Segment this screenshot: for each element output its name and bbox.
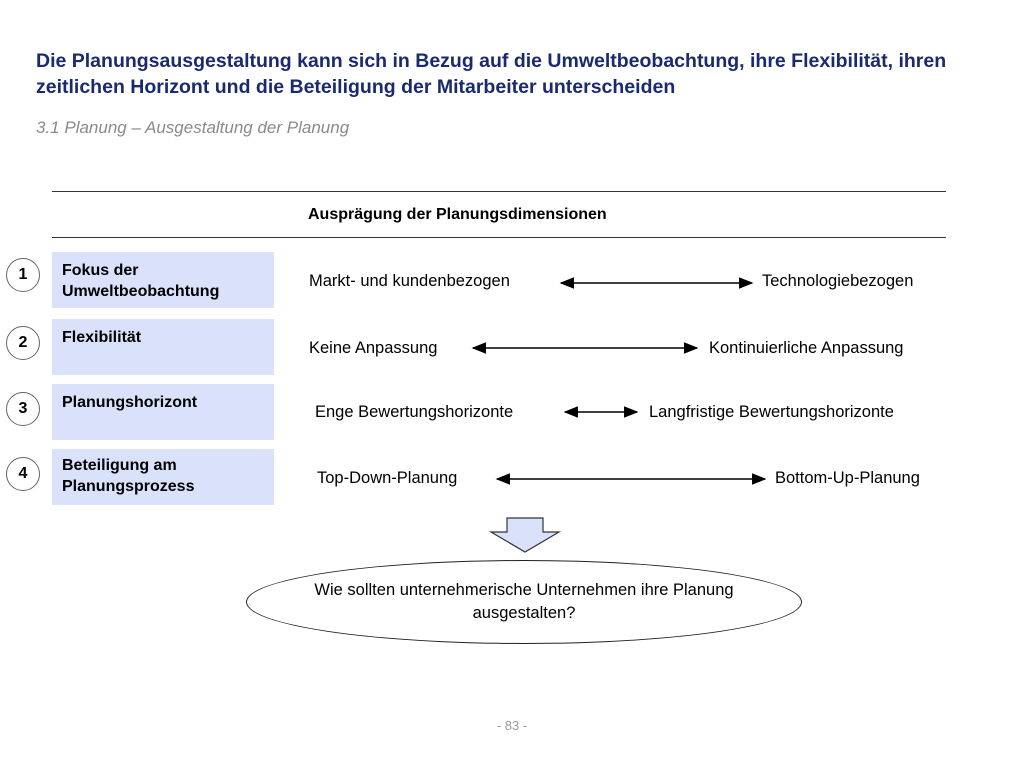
- question-text: Wie sollten unternehmerische Unternehmen…: [314, 581, 734, 622]
- header-rule: [52, 237, 946, 238]
- row-4-right-label: Bottom-Up-Planung: [775, 469, 920, 487]
- row-number-2: 2: [6, 326, 40, 360]
- dimension-box-3: Planungshorizont: [52, 384, 274, 440]
- row-3-right-label: Langfristige Bewertungshorizonte: [649, 403, 894, 421]
- slide-subtitle: 3.1 Planung – Ausgestaltung der Planung: [36, 118, 350, 137]
- row-1-right-label: Technologiebezogen: [762, 272, 914, 290]
- slide-title: Die Planungsausgestaltung kann sich in B…: [36, 50, 947, 98]
- row-2-right-label: Kontinuierliche Anpassung: [709, 339, 904, 357]
- dimension-box-4: Beteiligung am Planungsprozess: [52, 449, 274, 505]
- dimension-box-2: Flexibilität: [52, 319, 274, 375]
- row-1-left-label: Markt- und kundenbezogen: [309, 272, 510, 290]
- dimension-box-1: Fokus der Umweltbeobachtung: [52, 252, 274, 308]
- row-number-4: 4: [6, 457, 40, 491]
- table-header: Ausprägung der Planungsdimensionen: [308, 206, 607, 223]
- top-rule: [52, 191, 946, 192]
- row-number-3: 3: [6, 392, 40, 426]
- question-ellipse: Wie sollten unternehmerische Unternehmen…: [246, 560, 802, 644]
- page-number: - 83 -: [496, 718, 528, 733]
- row-3-left-label: Enge Bewertungshorizonte: [315, 403, 514, 421]
- row-number-1: 1: [6, 258, 40, 292]
- row-4-left-label: Top-Down-Planung: [317, 469, 458, 487]
- row-2-left-label: Keine Anpassung: [309, 339, 438, 357]
